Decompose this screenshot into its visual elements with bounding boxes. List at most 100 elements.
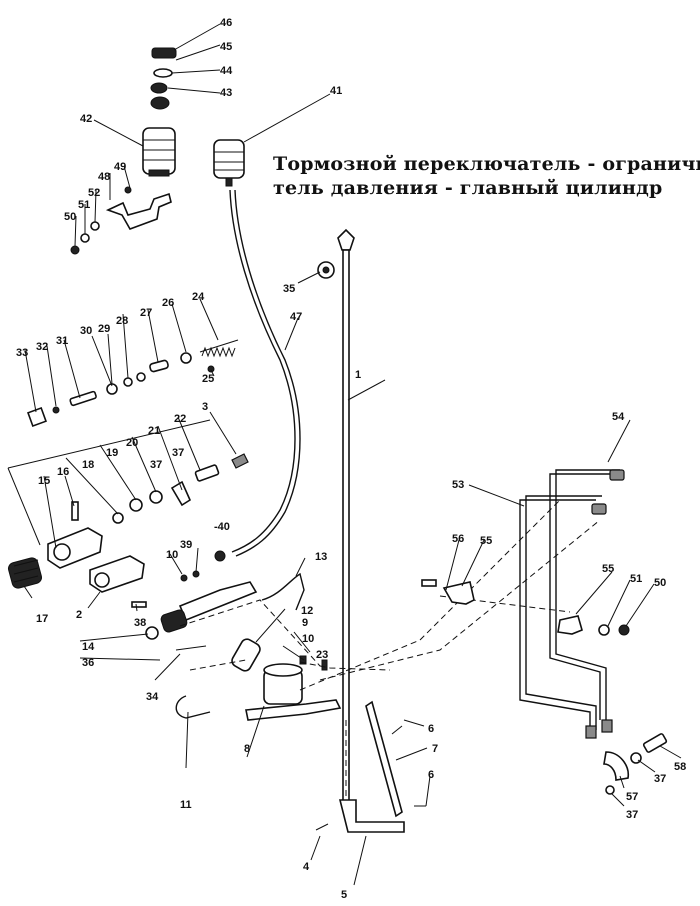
callout-15: 15 (38, 475, 50, 487)
reservoir-41-outlet (225, 177, 233, 187)
callout-37c: 37 (654, 773, 666, 785)
callout-10b: 10 (302, 633, 314, 645)
part-52-washer (90, 221, 100, 231)
callout-27: 27 (140, 307, 152, 319)
part-43-seal (150, 82, 168, 94)
callout-9: 9 (302, 617, 308, 629)
part-17-boot (7, 557, 43, 589)
callout-38: 38 (134, 617, 146, 629)
callout-53: 53 (452, 479, 464, 491)
part-7-lever (365, 700, 403, 818)
part-53-pipe-outer (525, 495, 602, 730)
callout-29: 29 (98, 323, 110, 335)
part-50-nut-r (618, 624, 630, 636)
callout-19: 19 (106, 447, 118, 459)
dashed-link-f (299, 661, 391, 671)
part-33-fork (27, 407, 47, 427)
part-8-cap (263, 663, 303, 677)
master-cylinder-assembly (7, 419, 249, 593)
part-26-cup (180, 352, 192, 364)
callout-28: 28 (116, 315, 128, 327)
callout-51b: 51 (630, 573, 642, 585)
callout-6a: 6 (428, 723, 434, 735)
part-16-bleeder (71, 501, 79, 521)
rod-top-eye (337, 228, 355, 251)
callout-6b: 6 (428, 769, 434, 781)
part-11-pipe (175, 695, 211, 719)
right-pipes (421, 469, 668, 795)
part-32-clip (52, 406, 60, 414)
part-10b-screw (321, 659, 328, 671)
part-46-cap (151, 47, 177, 59)
part-57-elbow (603, 751, 630, 781)
part-35-hole (322, 266, 330, 274)
part-15-flange (53, 543, 71, 561)
callout-24: 24 (192, 291, 205, 303)
part-17-ribs (13, 559, 39, 583)
callout-17: 17 (36, 613, 48, 625)
part-23-nut (299, 655, 307, 665)
callout-43: 43 (220, 87, 232, 99)
part-3-nut (231, 453, 249, 469)
part-51-washer-r (598, 624, 610, 636)
part-22-union (194, 464, 220, 482)
callout-42: 42 (80, 113, 92, 125)
valve-assembly (131, 550, 305, 719)
callout-20: 20 (126, 437, 138, 449)
part-10-nut (180, 574, 188, 582)
part-12-valve-end (160, 609, 188, 633)
part-37-washer-r2 (605, 785, 615, 795)
part-27-piston (149, 359, 169, 373)
pipe-54-end (601, 719, 613, 733)
part-54-pipe-outer (555, 469, 620, 720)
callout-44: 44 (220, 65, 233, 77)
part-37-banjo (170, 480, 192, 507)
part-48-bracket (105, 192, 172, 230)
callout-55b: 55 (602, 563, 614, 575)
pipe-53-fitting (591, 503, 607, 515)
callout-10a: 10 (166, 549, 178, 561)
part-51-washer (80, 233, 90, 243)
part-40-ring (214, 550, 226, 562)
part-34-bolt (175, 645, 207, 651)
part-42-reservoir (142, 127, 176, 175)
part-14-seal (145, 626, 159, 640)
callout-47: 47 (290, 311, 302, 323)
callout-2: 2 (76, 609, 82, 621)
part-50-nut (70, 245, 80, 255)
callout-5: 5 (341, 889, 347, 901)
callout-36: 36 (82, 657, 94, 669)
part-4-pin (315, 823, 329, 831)
regulator-assembly (245, 655, 426, 833)
reservoir-41-and-hose (213, 139, 301, 557)
part-31-rod (69, 390, 97, 407)
callout-25: 25 (202, 373, 214, 385)
part-58-bolt (642, 733, 668, 753)
callout-57: 57 (626, 791, 638, 803)
callout-16: 16 (57, 466, 69, 478)
part-2-bore (94, 572, 110, 588)
pipe-54-fitting (609, 469, 625, 481)
callout-50a: 50 (64, 211, 76, 223)
callout-54: 54 (612, 411, 625, 423)
piston-kit (27, 339, 239, 427)
reservoir-41-ribs (214, 151, 244, 171)
callout-51a: 51 (78, 199, 90, 211)
callout-7: 7 (432, 743, 438, 755)
callout-21: 21 (148, 425, 160, 437)
part-24-spring (199, 339, 239, 353)
callout-12: 12 (301, 605, 313, 617)
part-6-pin-a (391, 725, 403, 735)
diagram-title-line-2: тель давления - главный цилиндр (273, 177, 663, 199)
part-20-seal (149, 490, 163, 504)
dashed-link-c (179, 599, 321, 667)
part-25-ring (207, 365, 215, 373)
callout-46: 46 (220, 17, 232, 29)
callout-56: 56 (452, 533, 464, 545)
assembly-frame-lines (7, 419, 211, 546)
callout-11: 11 (180, 799, 192, 811)
callout-35: 35 (283, 283, 295, 295)
callout-45: 45 (220, 41, 232, 53)
callout-31: 31 (56, 335, 68, 347)
